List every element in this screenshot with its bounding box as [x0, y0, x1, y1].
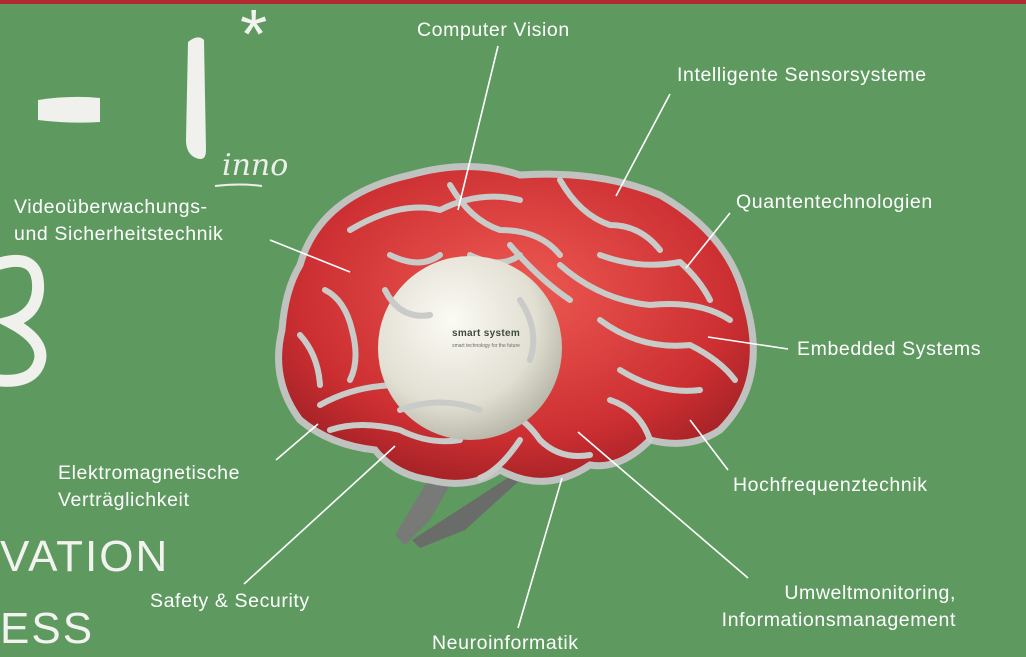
label-safety-security: Safety & Security: [150, 588, 310, 615]
label-neuroinformatik: Neuroinformatik: [432, 630, 579, 657]
label-hochfrequenztechnik: Hochfrequenztechnik: [733, 472, 928, 499]
label-umweltmonitoring-line1: Umweltmonitoring,: [676, 580, 956, 607]
label-umweltmonitoring-line2: Informationsmanagement: [676, 607, 956, 634]
line-hochfrequenztechnik: [690, 420, 728, 470]
label-videoueberwachung-line1: Videoüberwachungs-: [14, 194, 223, 221]
line-elektromagnetische: [276, 424, 318, 460]
line-computer-vision: [458, 46, 498, 210]
line-neuroinformatik: [518, 478, 562, 628]
line-safety-security: [244, 446, 395, 584]
line-embedded-systems: [708, 337, 788, 349]
label-embedded-systems: Embedded Systems: [797, 336, 981, 363]
label-elektromagnetische-line1: Elektromagnetische: [58, 460, 240, 487]
label-elektromagnetische: Elektromagnetische Verträglichkeit: [58, 460, 240, 514]
label-intelligente-sensorsysteme: Intelligente Sensorsysteme: [677, 62, 927, 89]
line-videoueberwachung: [270, 240, 350, 272]
label-videoueberwachung: Videoüberwachungs- und Sicherheitstechni…: [14, 194, 223, 248]
line-intelligente-sensorsysteme: [616, 94, 670, 196]
line-umweltmonitoring: [578, 432, 748, 578]
label-videoueberwachung-line2: und Sicherheitstechnik: [14, 221, 223, 248]
label-quantentechnologien: Quantentechnologien: [736, 189, 933, 216]
line-quantentechnologien: [686, 213, 730, 268]
label-computer-vision: Computer Vision: [417, 17, 570, 44]
label-umweltmonitoring: Umweltmonitoring, Informationsmanagement: [676, 580, 956, 634]
label-elektromagnetische-line2: Verträglichkeit: [58, 487, 240, 514]
